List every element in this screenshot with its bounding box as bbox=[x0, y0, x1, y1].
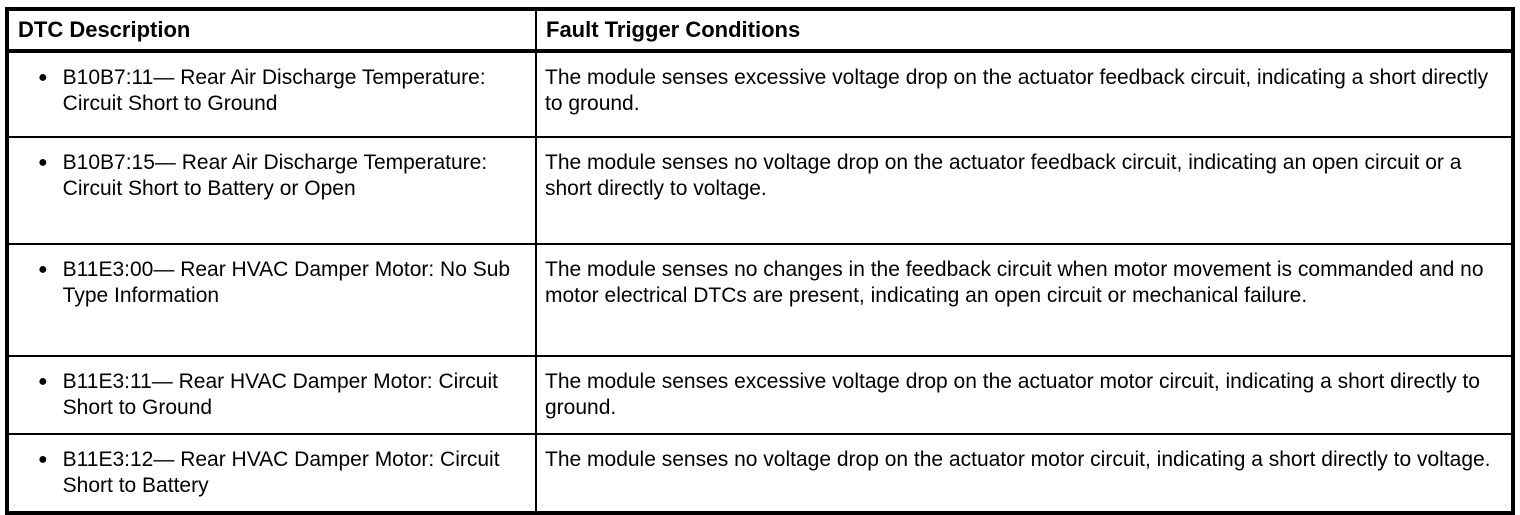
dtc-cell: ● B11E3:11— Rear HVAC Damper Motor: Circ… bbox=[6, 355, 537, 435]
dtc-description-text: B10B7:15— Rear Air Discharge Temperature… bbox=[62, 151, 488, 200]
dtc-list-item: ● B11E3:00— Rear HVAC Damper Motor: No S… bbox=[9, 257, 531, 309]
fault-cell: The module senses no changes in the feed… bbox=[535, 243, 1514, 357]
dtc-list-item: ● B11E3:12— Rear HVAC Damper Motor: Circ… bbox=[9, 447, 531, 499]
dtc-cell: ● B10B7:15— Rear Air Discharge Temperatu… bbox=[6, 136, 537, 245]
dtc-list-item: ● B11E3:11— Rear HVAC Damper Motor: Circ… bbox=[9, 369, 531, 421]
bullet-icon: ● bbox=[38, 154, 48, 171]
fault-cell: The module senses excessive voltage drop… bbox=[535, 50, 1514, 138]
bullet-icon: ● bbox=[38, 451, 48, 468]
fault-cell: The module senses no voltage drop on the… bbox=[535, 136, 1514, 245]
table-row: ● B10B7:15— Rear Air Discharge Temperatu… bbox=[6, 136, 1514, 245]
table-row: ● B10B7:11— Rear Air Discharge Temperatu… bbox=[6, 50, 1514, 138]
dtc-cell: ● B11E3:12— Rear HVAC Damper Motor: Circ… bbox=[6, 433, 537, 514]
fault-cell: The module senses excessive voltage drop… bbox=[535, 355, 1514, 435]
bullet-icon: ● bbox=[38, 373, 48, 390]
fault-condition-text: The module senses no voltage drop on the… bbox=[545, 448, 1491, 471]
fault-condition-text: The module senses no voltage drop on the… bbox=[545, 151, 1462, 200]
fault-condition-text: The module senses excessive voltage drop… bbox=[545, 370, 1480, 419]
header-row: DTC Description Fault Trigger Conditions bbox=[6, 8, 1514, 53]
dtc-list-item: ● B10B7:15— Rear Air Discharge Temperatu… bbox=[9, 150, 531, 202]
dtc-description-text: B10B7:11— Rear Air Discharge Temperature… bbox=[62, 66, 486, 115]
header-fault-trigger-conditions: Fault Trigger Conditions bbox=[535, 8, 1514, 53]
table-row: ● B11E3:12— Rear HVAC Damper Motor: Circ… bbox=[6, 433, 1514, 514]
fault-cell: The module senses no voltage drop on the… bbox=[535, 433, 1514, 514]
header-dtc-description: DTC Description bbox=[6, 8, 537, 53]
fault-condition-text: The module senses excessive voltage drop… bbox=[545, 66, 1489, 115]
dtc-description-text: B11E3:11— Rear HVAC Damper Motor: Circui… bbox=[62, 370, 498, 419]
bullet-icon: ● bbox=[38, 261, 48, 278]
table-row: ● B11E3:11— Rear HVAC Damper Motor: Circ… bbox=[6, 355, 1514, 435]
dtc-cell: ● B10B7:11— Rear Air Discharge Temperatu… bbox=[6, 50, 537, 138]
dtc-list-item: ● B10B7:11— Rear Air Discharge Temperatu… bbox=[9, 65, 531, 117]
dtc-description-text: B11E3:00— Rear HVAC Damper Motor: No Sub… bbox=[62, 258, 511, 307]
dtc-description-text: B11E3:12— Rear HVAC Damper Motor: Circui… bbox=[62, 448, 500, 497]
dtc-fault-table: DTC Description Fault Trigger Conditions… bbox=[5, 7, 1515, 515]
bullet-icon: ● bbox=[38, 69, 48, 86]
dtc-cell: ● B11E3:00— Rear HVAC Damper Motor: No S… bbox=[6, 243, 537, 357]
fault-condition-text: The module senses no changes in the feed… bbox=[545, 258, 1484, 307]
table-row: ● B11E3:00— Rear HVAC Damper Motor: No S… bbox=[6, 243, 1514, 357]
